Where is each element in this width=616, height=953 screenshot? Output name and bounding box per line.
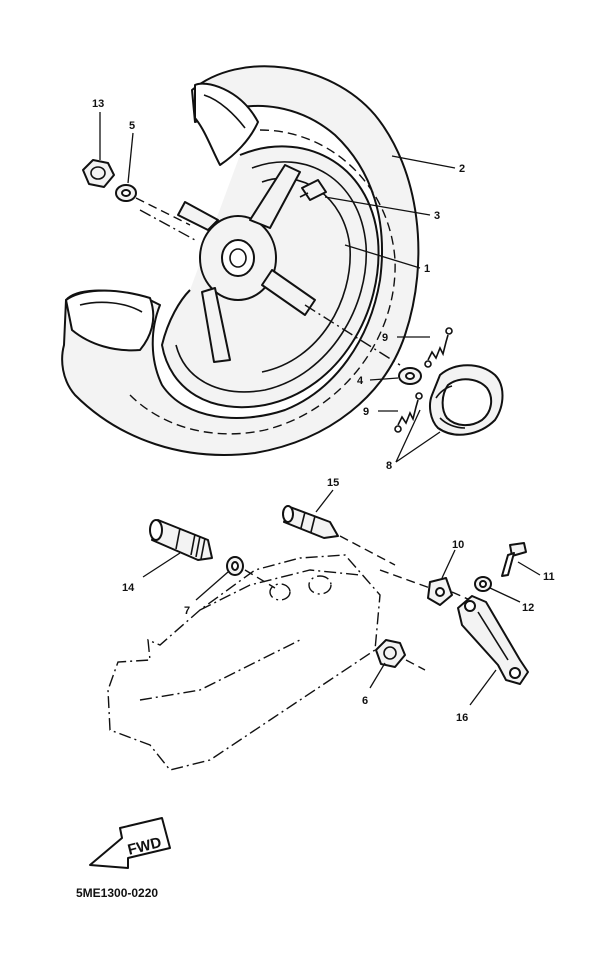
callout-2: 2 [459, 163, 465, 175]
callout-9-upper: 9 [382, 332, 388, 344]
callout-9-lower: 9 [363, 406, 369, 418]
brake-shoes [429, 364, 504, 436]
axle-nut-top [82, 159, 115, 188]
callout-16: 16 [456, 712, 468, 724]
fwd-arrow-icon: FWD [89, 817, 171, 869]
callout-labels: 13 5 2 3 1 9 4 9 8 15 10 11 14 12 7 6 16 [92, 98, 555, 724]
axle-nut-bottom [375, 639, 406, 668]
wheel-rim [161, 145, 380, 409]
callout-15: 15 [327, 477, 339, 489]
callout-13: 13 [92, 98, 104, 110]
callout-4: 4 [357, 375, 364, 387]
brake-arm [457, 595, 529, 685]
callout-11: 11 [543, 571, 555, 583]
gear-case-outline [107, 554, 381, 771]
leader-lines [99, 112, 541, 706]
washer-middle [398, 367, 422, 385]
callout-7: 7 [184, 605, 190, 617]
callout-3: 3 [434, 210, 440, 222]
callout-12: 12 [522, 602, 534, 614]
nut-small [474, 576, 492, 592]
callout-1: 1 [424, 263, 430, 275]
indicator-plate [427, 577, 453, 606]
diagram-code: 5ME1300-0220 [76, 886, 158, 900]
spring-upper [424, 327, 453, 368]
spring-lower [394, 392, 423, 433]
bolt [501, 542, 527, 577]
washer-top [115, 184, 137, 202]
callout-10: 10 [452, 539, 464, 551]
callout-8: 8 [386, 460, 392, 472]
brake-camshaft [282, 505, 339, 539]
washer-shaft [226, 556, 244, 576]
axle-shaft [149, 519, 213, 561]
callout-14: 14 [122, 582, 135, 594]
callout-5: 5 [129, 120, 135, 132]
tire [61, 65, 420, 456]
callout-6: 6 [362, 695, 368, 707]
